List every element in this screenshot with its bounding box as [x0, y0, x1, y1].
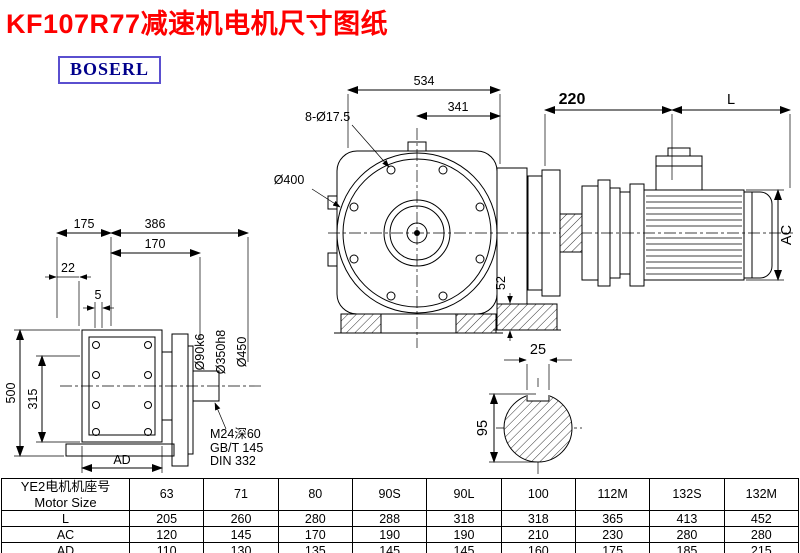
center-lines: [60, 128, 793, 476]
cell: 413: [649, 510, 725, 528]
size-col-7: 132S: [649, 477, 725, 512]
dim-500-label: 500: [4, 383, 18, 404]
motor-flange: [629, 183, 645, 287]
dim-175-label: 175: [74, 217, 95, 231]
cell: 190: [426, 526, 502, 544]
row-label-AC: AC: [1, 526, 130, 544]
table-header-motor-size: YE2电机机座号 Motor Size: [1, 477, 130, 512]
size-col-6: 112M: [574, 477, 651, 512]
cell: 210: [500, 526, 576, 544]
std-din-label: DIN 332: [210, 454, 256, 468]
dim-AC-label: AC: [779, 225, 795, 245]
bolt-holes-note: 8-Ø17.5: [305, 110, 350, 124]
foot-left: [340, 313, 382, 334]
cell: 120: [128, 526, 205, 544]
dimensions-front: 534 341 8-Ø17.5 Ø400 52: [274, 74, 516, 341]
table-header-en: Motor Size: [34, 494, 97, 510]
cell: 260: [203, 510, 279, 528]
table-header-row: YE2电机机座号 Motor Size 63 71 80 90S 90L 100…: [1, 477, 800, 512]
dimensions-section: 25 95: [475, 342, 572, 463]
dim-386-label: 386: [145, 217, 166, 231]
motor-side-view: [493, 147, 773, 331]
cell: 135: [277, 542, 353, 553]
table-row-AD: AD 110 130 135 145 145 160 175 185 215: [1, 542, 800, 553]
dim-22-label: 22: [61, 261, 75, 275]
size-col-3: 90S: [351, 477, 428, 512]
cell: 280: [277, 510, 353, 528]
dim-341-label: 341: [448, 100, 469, 114]
size-col-2: 80: [277, 477, 353, 512]
cell: 205: [128, 510, 205, 528]
std-gbt-label: GB/T 145: [210, 441, 263, 455]
cell: 145: [426, 542, 502, 553]
cell: 145: [351, 542, 428, 553]
cell: 318: [426, 510, 502, 528]
cell: 280: [723, 526, 800, 544]
fan-cover: [743, 191, 773, 279]
size-col-1: 71: [203, 477, 279, 512]
cell: 145: [203, 526, 279, 544]
mounting-base: [65, 443, 175, 457]
motor-body: [643, 189, 745, 281]
table-header-cn: YE2电机机座号: [20, 479, 111, 494]
brand-logo: BOSERL: [58, 56, 162, 84]
size-col-8: 132M: [723, 477, 800, 512]
gearbox-left-view: [65, 329, 220, 467]
size-col-5: 100: [500, 477, 576, 512]
motor-fins: [646, 195, 742, 275]
spigot-dia-label: Ø350h8: [214, 330, 228, 375]
section-dia-label: 95: [475, 420, 491, 436]
dim-220-label: 220: [559, 91, 586, 108]
side-foot: [496, 303, 558, 331]
dimensions-motor: 220 L AC: [544, 91, 795, 281]
dim-L-label: L: [727, 92, 735, 108]
dim-flange-dia-label: Ø400: [274, 173, 305, 187]
size-col-0: 63: [128, 477, 205, 512]
flange-od-label: Ø450: [235, 337, 249, 368]
shaft-center-dot: [414, 230, 420, 236]
dim-52-label: 52: [494, 276, 508, 290]
key-width-label: 25: [530, 342, 546, 358]
dim-315-label: 315: [26, 389, 40, 410]
cell: 185: [649, 542, 725, 553]
motor-size-table: YE2电机机座号 Motor Size 63 71 80 90S 90L 100…: [1, 477, 800, 553]
cell: 170: [277, 526, 353, 544]
shaft-dia-label: Ø90k6: [193, 334, 207, 371]
cell: 288: [351, 510, 428, 528]
keyway: [526, 395, 550, 402]
cell: 365: [574, 510, 651, 528]
size-col-4: 90L: [426, 477, 502, 512]
cell: 230: [574, 526, 651, 544]
cell: 215: [723, 542, 800, 553]
foot-right: [455, 313, 497, 334]
page-title: KF107R77减速机电机尺寸图纸: [6, 9, 389, 39]
dim-534-label: 534: [414, 74, 435, 88]
terminal-box: [655, 155, 703, 191]
tap-note-label: M24深60: [210, 427, 261, 441]
lifting-lug: [407, 141, 427, 152]
dim-5-label: 5: [95, 288, 102, 302]
dimensions-left-view: 175 386 170 22 5 500 315 Ø90k6 Ø350h8: [4, 217, 263, 473]
row-label-AD: AD: [1, 542, 130, 553]
technical-drawing: 534 341 8-Ø17.5 Ø400 52 220 L AC: [4, 74, 795, 476]
flange-bolt-holes: [349, 165, 485, 301]
cell: 318: [500, 510, 576, 528]
cell: 280: [649, 526, 725, 544]
housing-bolts: [92, 341, 152, 436]
cell: 130: [203, 542, 279, 553]
table-row-L: L 205 260 280 288 318 318 365 413 452: [1, 510, 800, 528]
cell: 160: [500, 542, 576, 553]
cell: 175: [574, 542, 651, 553]
output-shaft: [192, 370, 220, 402]
cell: 452: [723, 510, 800, 528]
input-coupling: [559, 213, 583, 253]
gearbox-front-view: [327, 141, 503, 334]
shaft-section-view: [503, 387, 573, 463]
dim-AD-label: AD: [113, 453, 130, 467]
row-label-L: L: [1, 510, 130, 528]
dim-170-label: 170: [145, 237, 166, 251]
cell: 110: [128, 542, 205, 553]
cell: 190: [351, 526, 428, 544]
table-row-AC: AC 120 145 170 190 190 210 230 280 280: [1, 526, 800, 544]
